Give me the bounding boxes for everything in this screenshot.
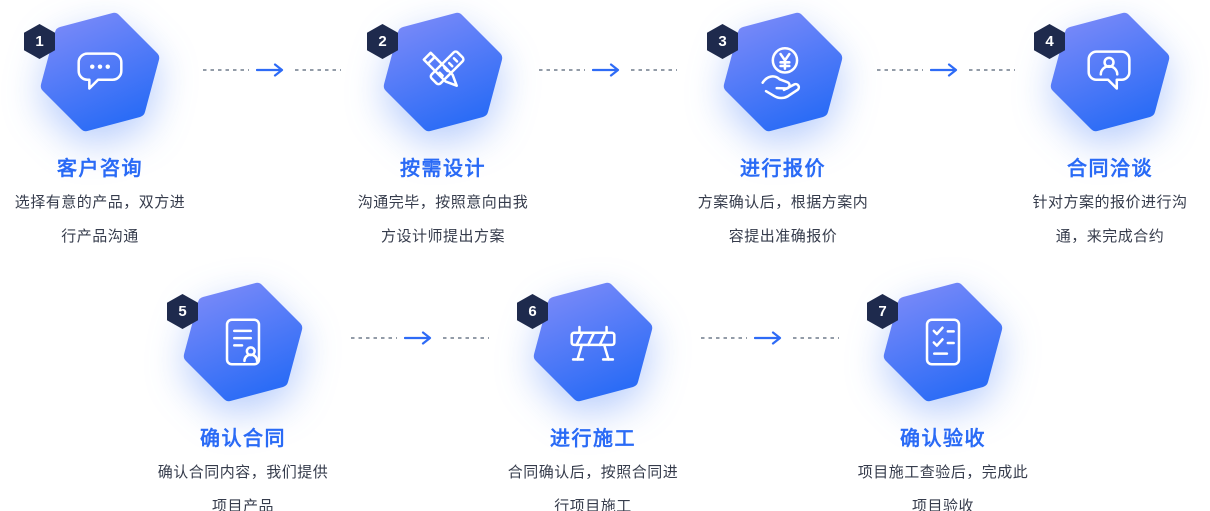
step-number: 5 <box>178 303 187 320</box>
step-desc-line: 行产品沟通 <box>61 227 139 245</box>
chat-icon <box>69 41 131 103</box>
step-3: 3 进行报价 方案确认后，根据方案内 容提出准确报价 <box>658 2 908 254</box>
step-number: 3 <box>718 33 727 50</box>
connector-3-4 <box>877 63 1015 77</box>
step-desc-line: 通，来完成合约 <box>1055 227 1165 245</box>
step-description: 选择有意的产品，双方进 行产品沟通 <box>0 186 225 254</box>
dashed-line <box>793 337 839 339</box>
step-desc-line: 沟通完毕，按照意向由我 <box>357 194 529 211</box>
contract-icon <box>212 311 274 373</box>
hexagon-shape <box>883 282 1003 402</box>
step-description: 针对方案的报价进行沟 通，来完成合约 <box>985 186 1210 254</box>
step-desc-line: 项目产品 <box>211 497 274 511</box>
step-title: 进行报价 <box>740 158 826 180</box>
hexagon-shape <box>40 12 160 132</box>
step-4-hexagon: 4 <box>1034 2 1180 142</box>
step-description: 沟通完毕，按照意向由我 方设计师提出方案 <box>318 186 568 254</box>
dashed-line <box>351 337 397 339</box>
arrow-right-icon <box>256 63 284 77</box>
dashed-line <box>539 69 585 71</box>
dashed-line <box>969 69 1015 71</box>
step-number-badge: 5 <box>167 294 198 329</box>
arrow-right-icon <box>754 331 782 345</box>
arrow-right-icon <box>404 331 432 345</box>
step-desc-line: 行项目施工 <box>554 497 632 511</box>
step-number: 6 <box>528 303 537 320</box>
step-number: 2 <box>378 33 387 50</box>
step-title: 确认合同 <box>200 428 286 450</box>
step-desc-line: 项目验收 <box>911 497 974 511</box>
negotiate-icon <box>1079 41 1141 103</box>
step-number: 4 <box>1045 33 1054 50</box>
arrow-right-icon <box>930 63 958 77</box>
hexagon-shape <box>533 282 653 402</box>
design-icon <box>412 41 474 103</box>
step-5: 5 确认合同 确认合同内容，我们提供 项目产品 <box>118 272 368 511</box>
dashed-line <box>877 69 923 71</box>
hexagon-shape <box>1050 12 1170 132</box>
step-desc-line: 方案确认后，根据方案内 <box>697 194 869 211</box>
step-title: 进行施工 <box>550 428 636 450</box>
step-description: 确认合同内容，我们提供 项目产品 <box>118 456 368 511</box>
step-desc-line: 合同确认后，按照合同进 <box>507 464 679 481</box>
connector-5-6 <box>351 331 489 345</box>
step-desc-line: 方设计师提出方案 <box>380 227 505 245</box>
step-desc-line: 确认合同内容，我们提供 <box>157 464 329 481</box>
connector-1-2 <box>203 63 341 77</box>
step-2-hexagon: 2 <box>367 2 513 142</box>
step-description: 项目施工查验后，完成此 项目验收 <box>818 456 1068 511</box>
step-desc-line: 容提出准确报价 <box>728 227 838 245</box>
step-number: 7 <box>878 303 887 320</box>
step-1: 1 客户咨询 选择有意的产品，双方进 行产品沟通 <box>0 2 225 254</box>
dashed-line <box>631 69 677 71</box>
step-number: 1 <box>35 33 44 50</box>
step-title: 按需设计 <box>400 158 486 180</box>
step-desc-line: 针对方案的报价进行沟 <box>1032 194 1188 211</box>
acceptance-icon <box>912 311 974 373</box>
step-1-hexagon: 1 <box>24 2 170 142</box>
connector-6-7 <box>701 331 839 345</box>
step-6: 6 进行施工 合同确认后，按照合同进 行项目施工 <box>468 272 718 511</box>
dashed-line <box>701 337 747 339</box>
dashed-line <box>203 69 249 71</box>
step-number-badge: 7 <box>867 294 898 329</box>
step-desc-line: 选择有意的产品，双方进 <box>14 194 186 211</box>
step-description: 合同确认后，按照合同进 行项目施工 <box>468 456 718 511</box>
step-4: 4 合同洽谈 针对方案的报价进行沟 通，来完成合约 <box>985 2 1210 254</box>
step-3-hexagon: 3 <box>707 2 853 142</box>
step-6-hexagon: 6 <box>517 272 663 412</box>
quote-icon <box>752 41 814 103</box>
step-number-badge: 6 <box>517 294 548 329</box>
dashed-line <box>295 69 341 71</box>
step-title: 客户咨询 <box>57 158 143 180</box>
connector-2-3 <box>539 63 677 77</box>
step-description: 方案确认后，根据方案内 容提出准确报价 <box>658 186 908 254</box>
hexagon-shape <box>183 282 303 402</box>
step-number-badge: 3 <box>707 24 738 59</box>
step-desc-line: 项目施工查验后，完成此 <box>857 464 1029 481</box>
step-title: 合同洽谈 <box>1067 158 1153 180</box>
step-title: 确认验收 <box>900 428 986 450</box>
step-2: 2 按需设计 沟通完毕，按照意向由我 方设计师提出方案 <box>318 2 568 254</box>
dashed-line <box>443 337 489 339</box>
construction-icon <box>562 311 624 373</box>
arrow-right-icon <box>592 63 620 77</box>
step-7-hexagon: 7 <box>867 272 1013 412</box>
step-7: 7 确认验收 项目施工查验后，完成此 项目验收 <box>818 272 1068 511</box>
step-5-hexagon: 5 <box>167 272 313 412</box>
hexagon-shape <box>383 12 503 132</box>
